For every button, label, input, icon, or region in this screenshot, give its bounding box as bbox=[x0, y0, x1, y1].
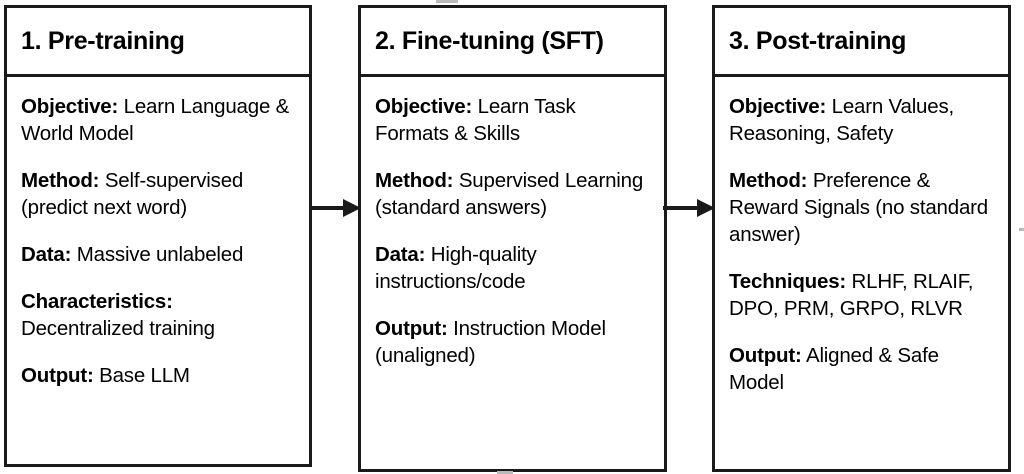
stage-title-fine-tuning: 2. Fine-tuning (SFT) bbox=[375, 26, 604, 55]
field-label: Output: bbox=[729, 344, 802, 367]
stage-card-fine-tuning: 2. Fine-tuning (SFT) Objective: Learn Ta… bbox=[358, 5, 667, 472]
field-data: Data: Massive unlabeled bbox=[21, 241, 297, 268]
page-edge-artifact-right bbox=[1019, 228, 1024, 231]
stage-title-pre-training: 1. Pre-training bbox=[21, 26, 185, 55]
field-value: Learn Values, Reasoning, Safety bbox=[729, 95, 955, 145]
field-value: Massive unlabeled bbox=[76, 243, 244, 266]
field-label: Method: bbox=[375, 169, 454, 192]
field-objective: Objective: Learn Values, Reasoning, Safe… bbox=[729, 93, 996, 147]
stage-header-pre-training: 1. Pre-training bbox=[7, 8, 309, 77]
field-value: Instruction Model (unaligned) bbox=[375, 317, 606, 367]
field-value: Learn Language & World Model bbox=[21, 95, 290, 145]
field-output: Output: Base LLM bbox=[21, 362, 297, 389]
field-value: Learn Task Formats & Skills bbox=[375, 95, 576, 145]
stage-body-fine-tuning: Objective: Learn Task Formats & Skills M… bbox=[361, 77, 664, 469]
arrow-right-icon bbox=[663, 199, 715, 217]
field-characteristics: Characteristics: Decentralized training bbox=[21, 288, 297, 342]
field-output: Output: Instruction Model (unaligned) bbox=[375, 315, 652, 369]
stage-title-post-training: 3. Post-training bbox=[729, 26, 907, 55]
field-value: Self-supervised (predict next word) bbox=[21, 169, 244, 219]
field-value: High-quality instructions/code bbox=[375, 243, 537, 293]
stage-body-pre-training: Objective: Learn Language & World Model … bbox=[7, 77, 309, 464]
field-label: Data: bbox=[375, 243, 426, 266]
field-value: Supervised Learning (standard answers) bbox=[375, 169, 644, 219]
field-value: Preference & Reward Signals (no standard… bbox=[729, 169, 988, 246]
field-label: Method: bbox=[21, 169, 100, 192]
field-label: Characteristics: bbox=[21, 290, 173, 313]
field-label: Objective: bbox=[375, 95, 473, 118]
arrow-right-icon bbox=[309, 199, 361, 217]
page-edge-artifact-top bbox=[436, 0, 458, 3]
field-value: Base LLM bbox=[99, 364, 190, 387]
field-value: RLHF, RLAIF, DPO, PRM, GRPO, RLVR bbox=[729, 270, 974, 320]
field-label: Data: bbox=[21, 243, 72, 266]
stage-card-post-training: 3. Post-training Objective: Learn Values… bbox=[712, 5, 1011, 472]
field-label: Method: bbox=[729, 169, 808, 192]
field-label: Objective: bbox=[729, 95, 827, 118]
stage-card-pre-training: 1. Pre-training Objective: Learn Languag… bbox=[4, 5, 312, 467]
field-output: Output: Aligned & Safe Model bbox=[729, 342, 996, 396]
stage-body-post-training: Objective: Learn Values, Reasoning, Safe… bbox=[715, 77, 1008, 469]
field-objective: Objective: Learn Task Formats & Skills bbox=[375, 93, 652, 147]
field-label: Techniques: bbox=[729, 270, 847, 293]
field-techniques: Techniques: RLHF, RLAIF, DPO, PRM, GRPO,… bbox=[729, 268, 996, 322]
field-value: Aligned & Safe Model bbox=[729, 344, 939, 394]
field-label: Output: bbox=[21, 364, 94, 387]
field-data: Data: High-quality instructions/code bbox=[375, 241, 652, 295]
field-method: Method: Self-supervised (predict next wo… bbox=[21, 167, 297, 221]
stage-header-fine-tuning: 2. Fine-tuning (SFT) bbox=[361, 8, 664, 77]
field-label: Output: bbox=[375, 317, 448, 340]
field-objective: Objective: Learn Language & World Model bbox=[21, 93, 297, 147]
field-value: Decentralized training bbox=[21, 317, 215, 340]
field-method: Method: Supervised Learning (standard an… bbox=[375, 167, 652, 221]
field-label: Objective: bbox=[21, 95, 119, 118]
page-edge-artifact-bottom bbox=[497, 471, 513, 474]
stage-header-post-training: 3. Post-training bbox=[715, 8, 1008, 77]
field-method: Method: Preference & Reward Signals (no … bbox=[729, 167, 996, 248]
